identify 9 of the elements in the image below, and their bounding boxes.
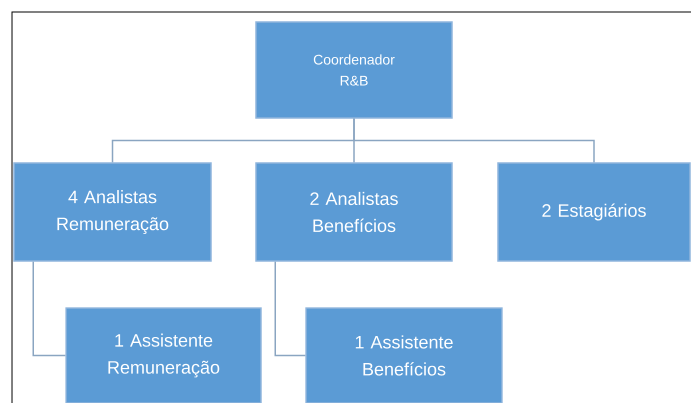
connector-line <box>32 262 66 356</box>
org-box: 1 Assistente Benefícios <box>305 307 503 403</box>
org-box: 2 Estagiários <box>497 162 691 262</box>
org-box: Coordenador R&B <box>255 21 453 119</box>
org-box: 2 Analistas Benefícios <box>255 162 453 262</box>
org-box: 1 Assistente Remuneração <box>65 307 262 403</box>
org-box: 4 Analistas Remuneração <box>13 162 212 262</box>
connector-line <box>353 118 595 162</box>
connector-line <box>274 262 306 356</box>
